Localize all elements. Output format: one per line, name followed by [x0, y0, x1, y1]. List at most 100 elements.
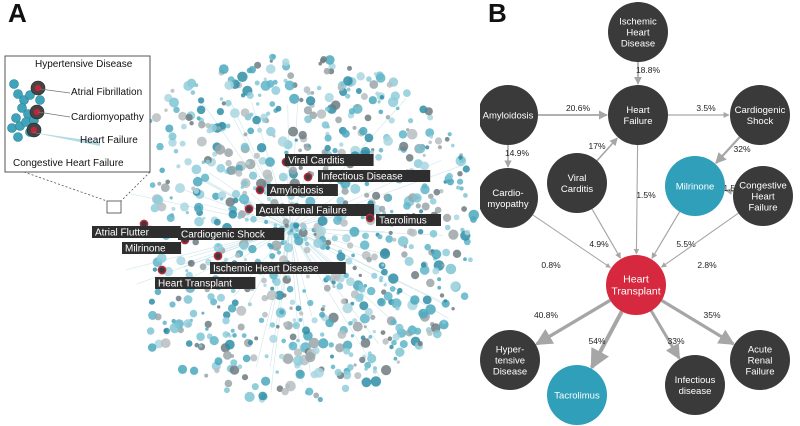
- edge-label-amy-cm: 14.9%: [505, 148, 530, 158]
- network-node: [379, 275, 384, 280]
- inset-label-heart-failure: Heart Failure: [80, 135, 138, 146]
- inset-leader: [39, 88, 71, 94]
- network-edge: [289, 227, 380, 377]
- network-node: [282, 353, 294, 365]
- network-node: [334, 368, 342, 376]
- network-node: [202, 216, 206, 220]
- network-node: [191, 164, 202, 175]
- network-node: [289, 333, 297, 341]
- network-node: [185, 340, 193, 347]
- network-node: [456, 185, 461, 190]
- network-node: [219, 197, 224, 201]
- network-node: [348, 321, 353, 326]
- network-node: [149, 182, 156, 188]
- network-node: [295, 305, 302, 312]
- network-node: [271, 240, 282, 251]
- network-node: [154, 288, 162, 296]
- network-node: [425, 304, 436, 315]
- network-node: [152, 267, 158, 272]
- network-node: [355, 293, 364, 303]
- node-circle: [608, 2, 668, 62]
- network-node: [398, 130, 408, 139]
- network-node: [305, 352, 316, 363]
- network-node: [451, 307, 455, 311]
- edge-chf-mil: [725, 187, 734, 195]
- network-node: [325, 275, 332, 281]
- network-node: [395, 306, 400, 311]
- network-node: [254, 80, 260, 86]
- inset-node: [17, 103, 27, 113]
- edge-label-amy-hf: 20.6%: [566, 103, 591, 113]
- network-node: [336, 196, 345, 206]
- network-node: [392, 333, 400, 341]
- network-node: [388, 117, 395, 124]
- network-node: [301, 227, 305, 232]
- network-node: [294, 138, 298, 142]
- network-node: [381, 268, 388, 276]
- network-node: [185, 269, 189, 273]
- network-node: [249, 171, 258, 180]
- network-node: [282, 218, 290, 226]
- network-node: [439, 189, 444, 194]
- network-node: [258, 93, 262, 98]
- network-node: [359, 356, 366, 364]
- network-label: Ischemic Heart Disease: [210, 251, 346, 275]
- node-circle: [547, 153, 607, 213]
- network-node: [437, 277, 442, 282]
- network-node: [194, 342, 200, 348]
- network-node: [235, 252, 241, 258]
- network-node: [196, 105, 206, 115]
- network-node: [253, 152, 260, 159]
- node-circle: [480, 168, 538, 228]
- network-node: [383, 194, 389, 200]
- network-node: [169, 301, 176, 308]
- network-node: [207, 293, 215, 301]
- network-node: [445, 263, 457, 275]
- network-node: [319, 58, 326, 64]
- network-node: [225, 123, 231, 129]
- inset-node: [13, 89, 23, 99]
- network-node: [264, 354, 269, 359]
- network-node: [325, 318, 334, 328]
- network-node: [214, 144, 226, 155]
- network-node: [169, 213, 175, 218]
- network-node: [243, 132, 248, 137]
- network-node: [317, 216, 328, 226]
- edge-vc-hf: [596, 137, 618, 162]
- network-node: [403, 202, 411, 210]
- network-node: [171, 206, 176, 211]
- network-node: [420, 262, 427, 268]
- network-node: [336, 252, 346, 262]
- network-node: [293, 348, 303, 357]
- node-circle: [733, 166, 793, 226]
- inset-node: [9, 79, 19, 89]
- network-node: [228, 165, 237, 175]
- network-node: [415, 203, 421, 209]
- network-node: [428, 140, 433, 145]
- network-node: [165, 124, 174, 133]
- inset-label-hypertensive: Hypertensive Disease: [35, 59, 133, 70]
- network-node: [383, 291, 393, 301]
- network-node: [181, 123, 187, 130]
- network-node: [264, 219, 269, 225]
- node-circle: [606, 255, 666, 315]
- network-node: [399, 340, 408, 349]
- network-node: [200, 173, 210, 182]
- network-node: [378, 147, 384, 153]
- network-label: Cardiogenic Shock: [178, 228, 285, 245]
- network-node: [319, 311, 326, 318]
- network-node: [283, 321, 289, 327]
- network-node: [266, 196, 272, 202]
- network-node: [156, 142, 164, 151]
- network-node: [427, 114, 434, 121]
- network-node: [183, 81, 194, 91]
- network-node: [286, 275, 291, 279]
- edge-label-cm-ht: 0.8%: [541, 260, 561, 270]
